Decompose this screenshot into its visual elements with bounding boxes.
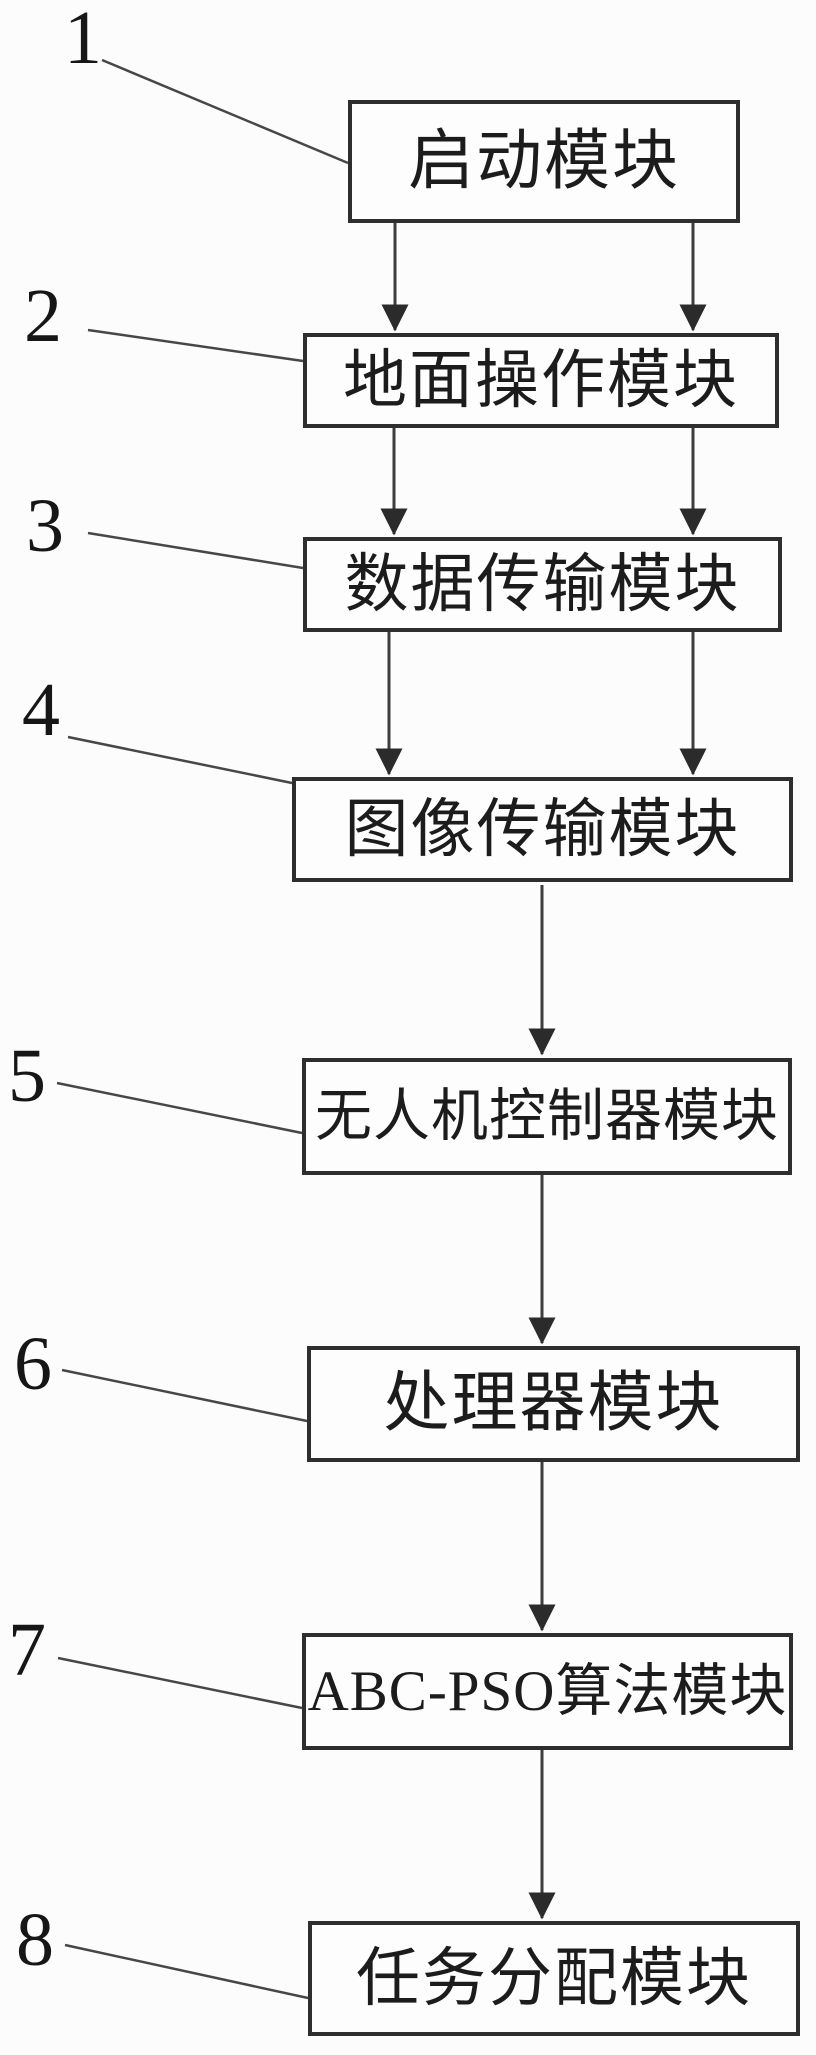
module-box-data-transmission: 数据传输模块 xyxy=(303,537,782,632)
module-box-ground-operation: 地面操作模块 xyxy=(303,333,779,428)
ref-label-1: 1 xyxy=(64,0,102,80)
ref-label-4: 4 xyxy=(22,668,60,752)
module-box-abc-pso-algorithm: ABC-PSO算法模块 xyxy=(302,1633,793,1750)
module-box-processor: 处理器模块 xyxy=(307,1346,800,1462)
ref-label-7: 7 xyxy=(8,1608,46,1692)
leader-line-2 xyxy=(87,328,304,363)
leader-line-3 xyxy=(87,531,304,570)
leader-line-4 xyxy=(67,735,293,785)
leader-line-7 xyxy=(57,1656,303,1710)
module-box-uav-controller: 无人机控制器模块 xyxy=(302,1058,792,1175)
ref-label-6: 6 xyxy=(14,1322,52,1406)
leader-line-1 xyxy=(101,58,349,165)
module-box-image-transmission: 图像传输模块 xyxy=(292,777,793,882)
leader-line-8 xyxy=(64,1943,309,2000)
leader-line-6 xyxy=(61,1368,308,1423)
module-box-startup: 启动模块 xyxy=(348,100,740,223)
ref-label-8: 8 xyxy=(16,1898,54,1982)
ref-label-2: 2 xyxy=(24,274,62,358)
leader-line-5 xyxy=(56,1081,303,1135)
module-box-task-allocation: 任务分配模块 xyxy=(308,1921,800,2036)
ref-label-5: 5 xyxy=(8,1034,46,1118)
ref-label-3: 3 xyxy=(26,484,64,568)
